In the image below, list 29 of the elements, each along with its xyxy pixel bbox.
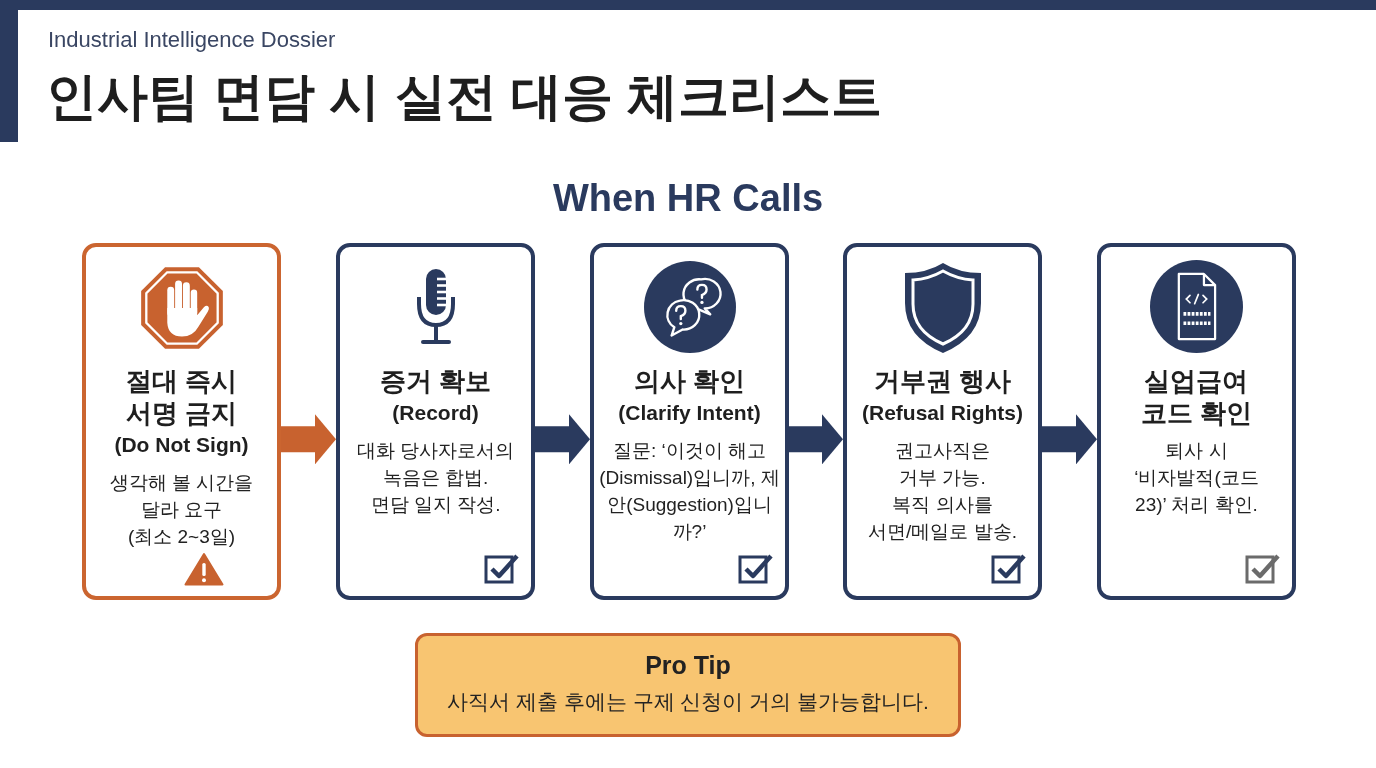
tip-box	[415, 633, 961, 737]
flow-arrow	[535, 414, 590, 465]
card-subtitle: (Record)	[392, 400, 479, 426]
kicker-text: Industrial Intelligence Dossier	[48, 26, 336, 54]
card-description: 질문: ‘이것이 해고(Dismissal)입니까, 제안(Suggestion)입니까?’	[598, 439, 781, 544]
step-card	[1097, 243, 1296, 600]
card-description: 권고사직은 거부 가능. 복직 의사를 서면/메일로 발송.	[868, 439, 1017, 544]
card-title: 의사 확인	[633, 365, 746, 397]
card-description: 퇴사 시 ‘비자발적(코드 23)’ 처리 확인.	[1134, 439, 1259, 517]
card-description: 대화 당사자로서의 녹음은 합법. 면담 일지 작성.	[356, 439, 515, 517]
card-description: 생각해 볼 시간을 달라 요구 (최소 2~3일)	[109, 471, 254, 549]
card-subtitle: (Do Not Sign)	[114, 432, 249, 458]
flow-arrow	[789, 414, 843, 465]
step-card	[590, 243, 789, 600]
card-subtitle: (Clarify Intent)	[618, 400, 761, 426]
tip-title: Pro Tip	[645, 650, 731, 681]
step-card	[843, 243, 1042, 600]
step-card	[336, 243, 535, 600]
card-subtitle: (Refusal Rights)	[862, 400, 1023, 426]
card-title: 절대 즉시 서명 금지	[125, 365, 238, 429]
tip-text: 사직서 제출 후에는 구제 신청이 거의 불가능합니다.	[447, 689, 929, 715]
step-card	[82, 243, 281, 600]
card-title: 실업급여 코드 확인	[1140, 365, 1253, 429]
flow-arrow	[1042, 414, 1097, 465]
card-title: 거부권 행사	[873, 365, 1012, 397]
flow-arrow	[281, 414, 336, 465]
page-title: 인사팀 면담 시 실전 대응 체크리스트	[46, 67, 882, 127]
section-heading: When HR Calls	[552, 176, 824, 221]
card-title: 증거 확보	[379, 365, 492, 397]
